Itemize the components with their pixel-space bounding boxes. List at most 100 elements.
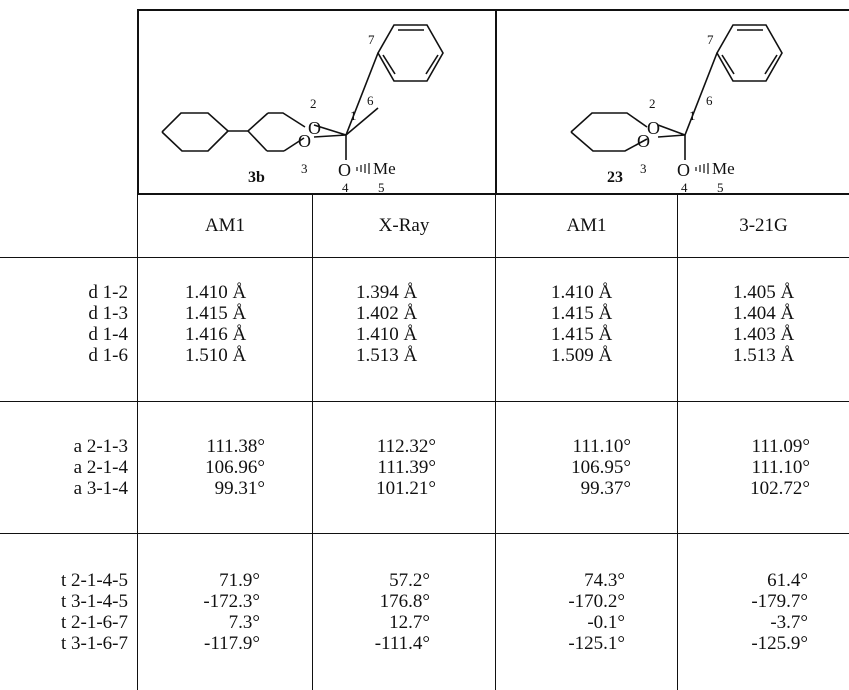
values-angles-am1-23: 111.10° 106.95° 99.37°: [551, 436, 631, 499]
column-header-bottom: [0, 257, 849, 258]
cell-value: -172.3°: [203, 591, 260, 612]
svg-text:5: 5: [378, 180, 385, 195]
row-label: d 1-4: [88, 324, 128, 345]
cell-value: 111.09°: [751, 436, 810, 457]
svg-text:2: 2: [649, 96, 656, 111]
cell-value: 12.7°: [389, 612, 430, 633]
cell-value: 99.37°: [580, 478, 631, 499]
cell-value: -125.1°: [568, 633, 625, 654]
row-label: d 1-6: [88, 345, 128, 366]
svg-text:3: 3: [640, 161, 647, 176]
col-divider-3: [677, 193, 678, 257]
o3-label-23: O: [637, 131, 650, 151]
cell-value: 71.9°: [219, 570, 260, 591]
cell-value: 176.8°: [379, 591, 430, 612]
cell-value: 1.410 Å: [356, 324, 418, 345]
o3-label: O: [298, 131, 311, 151]
cell-value: 1.410 Å: [185, 282, 247, 303]
cell-value: -117.9°: [204, 633, 260, 654]
cell-value: 111.39°: [377, 457, 436, 478]
cell-value: 1.509 Å: [551, 345, 613, 366]
cell-value: 61.4°: [767, 570, 808, 591]
compound-3b-label: 3b: [248, 169, 265, 186]
table-top-border: [137, 9, 849, 11]
values-angles-321g: 111.09° 111.10° 102.72°: [730, 436, 810, 499]
body-left-border: [137, 193, 138, 690]
row-label: d 1-2: [88, 282, 128, 303]
svg-text:1: 1: [689, 108, 696, 123]
svg-text:4: 4: [342, 180, 349, 195]
cell-value: -125.9°: [751, 633, 808, 654]
cell-value: -0.1°: [587, 612, 625, 633]
svg-text:6: 6: [706, 93, 713, 108]
cell-value: 57.2°: [389, 570, 430, 591]
cell-value: 1.416 Å: [185, 324, 247, 345]
body-col-divider-2: [495, 257, 496, 690]
body-col-divider-1: [312, 257, 313, 690]
o4-label-23: O: [677, 160, 690, 180]
row-label: a 2-1-3: [73, 436, 128, 457]
svg-text:1: 1: [350, 108, 357, 123]
body-col-divider-3: [677, 257, 678, 690]
values-torsions-xray: 57.2° 176.8° 12.7° -111.4°: [350, 570, 430, 654]
column-header-am1-3b: AM1: [204, 215, 246, 236]
group-separator-1: [0, 401, 849, 402]
structure-3b-drawing: O O O Me 2 3 1 4 5 6 7 3b: [161, 24, 444, 195]
row-label: t 2-1-6-7: [60, 612, 128, 633]
me-label: Me: [373, 159, 396, 178]
cell-value: 111.10°: [751, 457, 810, 478]
cell-value: -179.7°: [751, 591, 808, 612]
cell-value: 101.21°: [376, 478, 436, 499]
header-mid-border: [495, 9, 497, 194]
values-torsions-am1-3b: 71.9° -172.3° 7.3° -117.9°: [180, 570, 260, 654]
col-divider-2: [495, 193, 496, 257]
row-label: d 1-3: [88, 303, 128, 324]
cell-value: 1.405 Å: [733, 282, 795, 303]
cell-value: 1.410 Å: [551, 282, 613, 303]
compound-23-label: 23: [607, 169, 623, 186]
values-torsions-321g: 61.4° -179.7° -3.7° -125.9°: [728, 570, 808, 654]
cell-value: 112.32°: [376, 436, 436, 457]
header-left-border: [137, 9, 139, 194]
cell-value: -111.4°: [374, 633, 430, 654]
row-label: t 3-1-6-7: [60, 633, 128, 654]
values-angles-am1-3b: 111.38° 106.96° 99.31°: [185, 436, 265, 499]
cell-value: 111.10°: [572, 436, 631, 457]
row-label: t 2-1-4-5: [60, 570, 128, 591]
values-distances-am1-23: 1.410 Å 1.415 Å 1.415 Å 1.509 Å: [551, 282, 612, 366]
header-bottom-border: [137, 193, 849, 195]
cell-value: 1.394 Å: [356, 282, 418, 303]
structure-3b: O O O Me 2 3 1 4 5 6 7 3b: [138, 10, 495, 195]
cell-value: -3.7°: [770, 612, 808, 633]
cell-value: 102.72°: [750, 478, 810, 499]
row-labels-torsions: t 2-1-4-5 t 3-1-4-5 t 2-1-6-7 t 3-1-6-7: [0, 570, 128, 654]
svg-text:2: 2: [310, 96, 317, 111]
svg-text:3: 3: [301, 161, 308, 176]
values-distances-321g: 1.405 Å 1.404 Å 1.403 Å 1.513 Å: [733, 282, 794, 366]
row-label: a 3-1-4: [73, 478, 128, 499]
cell-value: 1.513 Å: [356, 345, 418, 366]
o2-label: O: [308, 118, 321, 138]
group-separator-2: [0, 533, 849, 534]
row-label: t 3-1-4-5: [60, 591, 128, 612]
cell-value: 106.96°: [205, 457, 265, 478]
cell-value: 1.415 Å: [551, 303, 613, 324]
svg-text:7: 7: [707, 32, 714, 47]
row-labels-angles: a 2-1-3 a 2-1-4 a 3-1-4: [0, 436, 128, 499]
cell-value: -170.2°: [568, 591, 625, 612]
row-labels-distances: d 1-2 d 1-3 d 1-4 d 1-6: [0, 282, 128, 366]
o2-label-23: O: [647, 118, 660, 138]
cell-value: 1.404 Å: [733, 303, 795, 324]
svg-text:6: 6: [367, 93, 374, 108]
values-angles-xray: 112.32° 111.39° 101.21°: [356, 436, 436, 499]
values-distances-xray: 1.394 Å 1.402 Å 1.410 Å 1.513 Å: [356, 282, 417, 366]
cell-value: 1.513 Å: [733, 345, 795, 366]
cell-value: 1.403 Å: [733, 324, 795, 345]
cell-value: 99.31°: [214, 478, 265, 499]
col-divider-1: [312, 193, 313, 257]
cell-value: 1.415 Å: [551, 324, 613, 345]
cell-value: 74.3°: [584, 570, 625, 591]
svg-text:5: 5: [717, 180, 724, 195]
values-torsions-am1-23: 74.3° -170.2° -0.1° -125.1°: [545, 570, 625, 654]
